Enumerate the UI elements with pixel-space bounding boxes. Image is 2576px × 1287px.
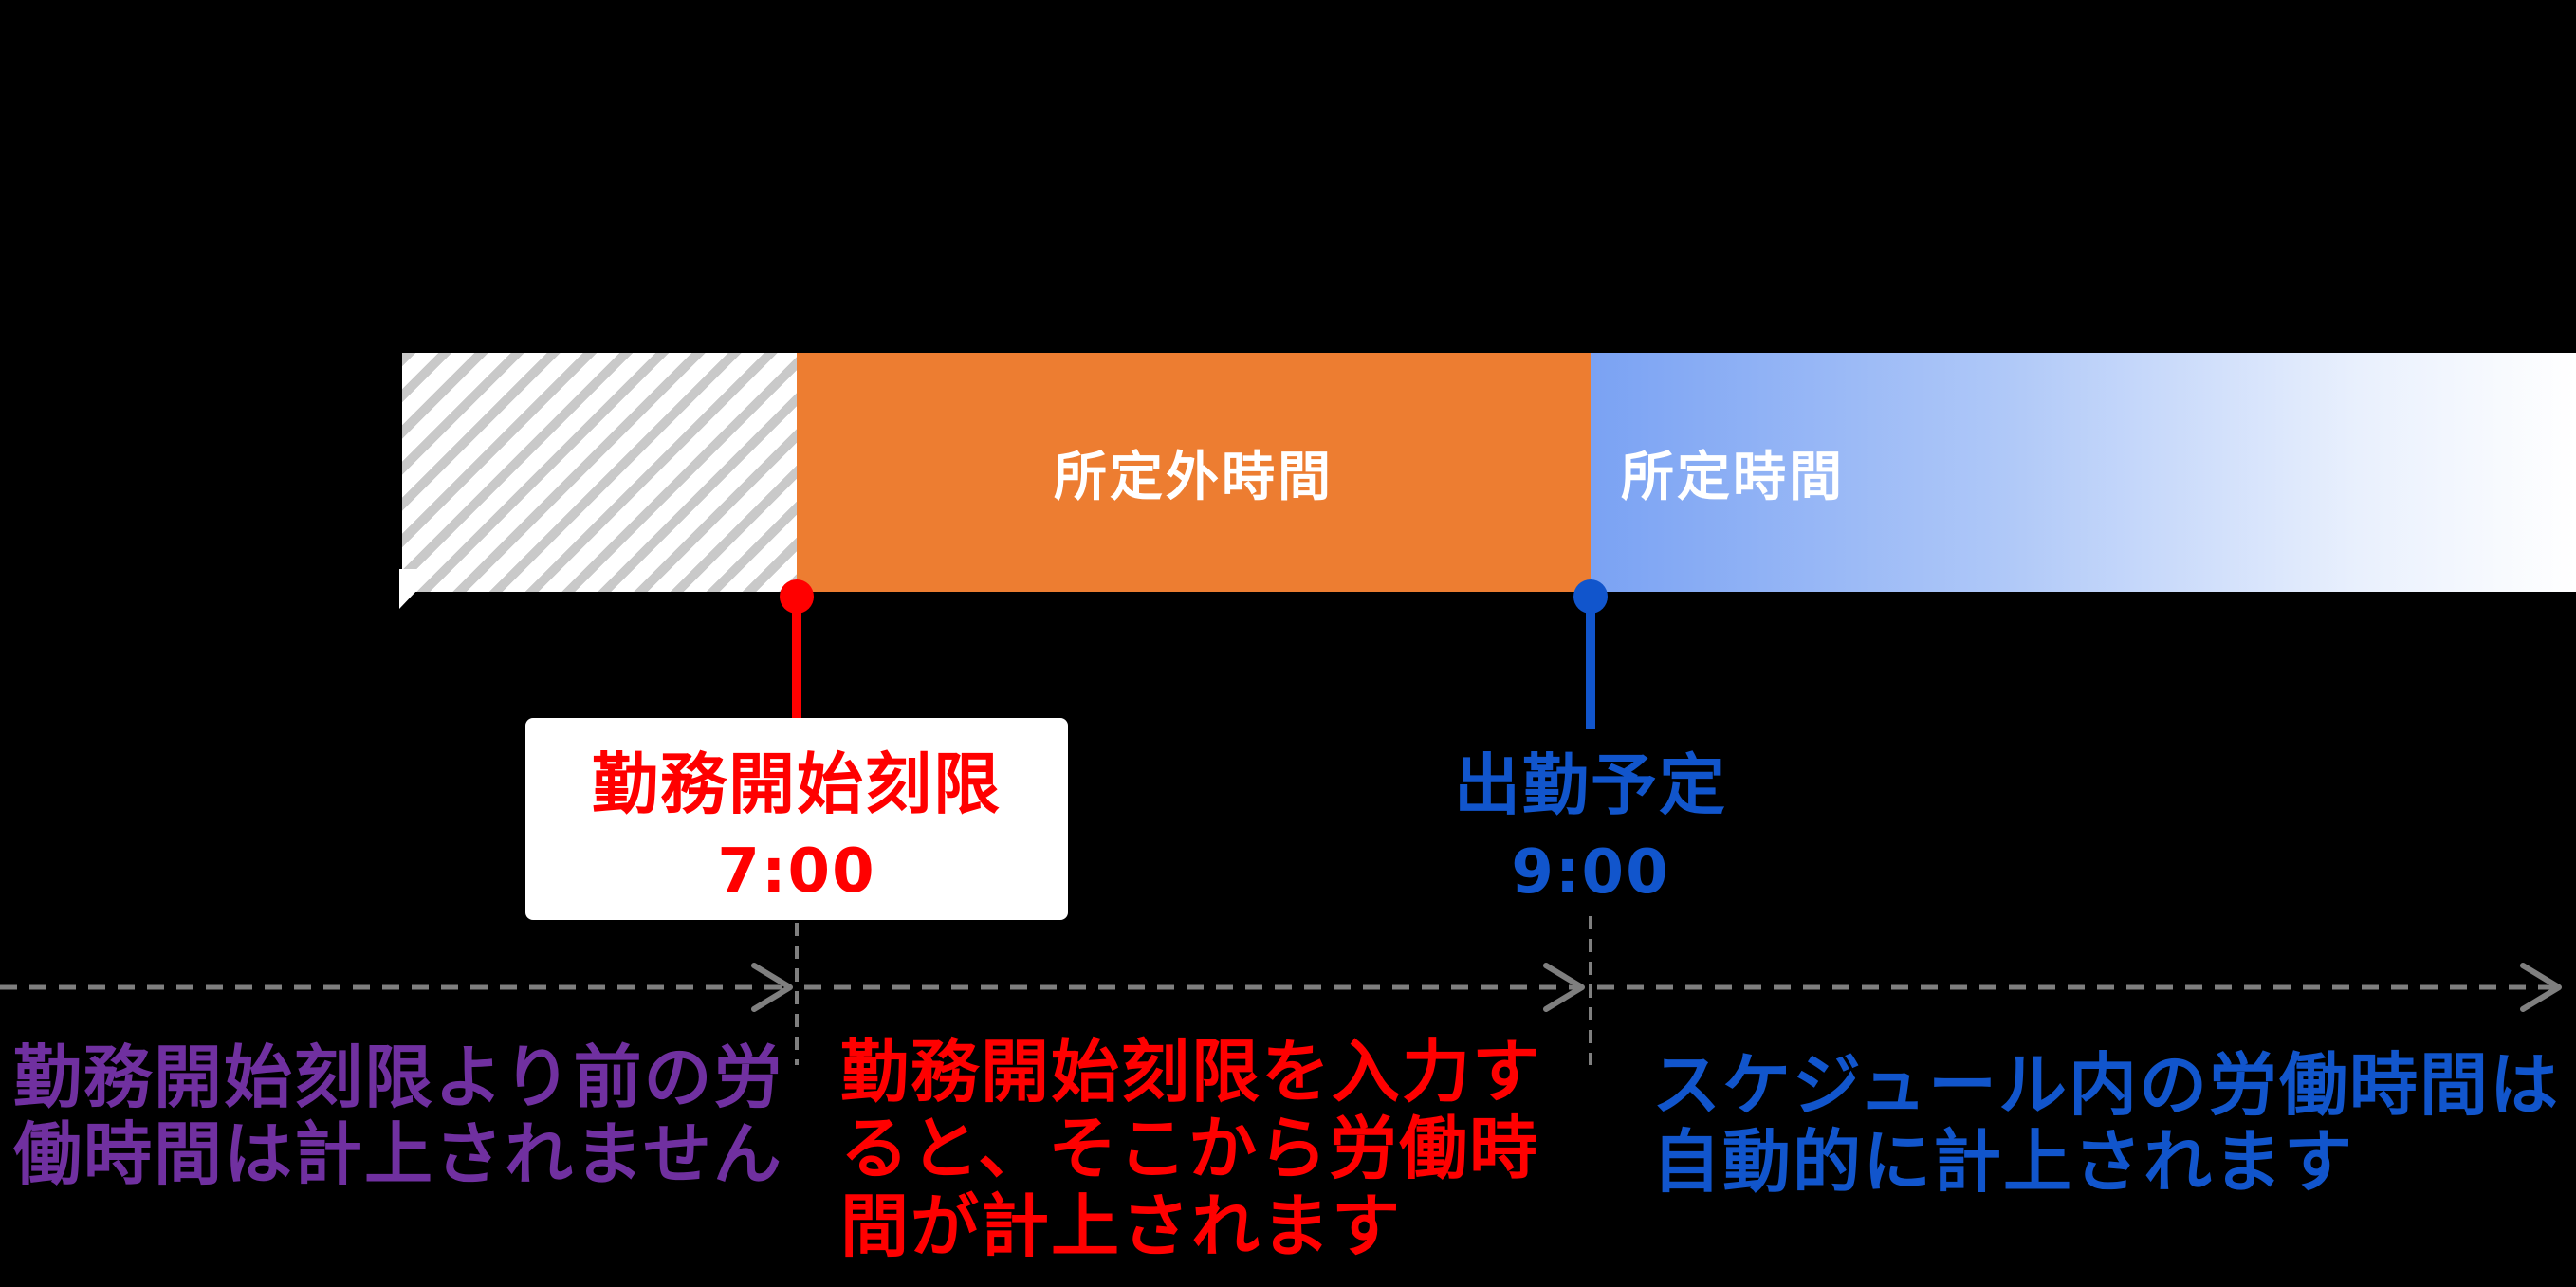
timeline-bar: 所定外時間 所定時間 <box>402 353 2576 592</box>
marker-dot-scheduled-clock-in <box>1573 579 1608 614</box>
marker-title-scheduled-clock-in: 出勤予定 <box>1454 746 1727 824</box>
caption-before-limit: 勤務開始刻限より前の労 働時間は計上されません <box>13 1039 784 1194</box>
caption-from-limit-line-1: 勤務開始刻限を入力す <box>840 1032 1543 1112</box>
marker-time-work-start-limit: 7:00 <box>717 837 876 907</box>
segment-before-limit-hatched <box>402 353 797 592</box>
marker-label-scheduled-clock-in: 出勤予定 9:00 <box>1454 732 1727 908</box>
caption-before-limit-line-1: 勤務開始刻限より前の労 <box>13 1038 784 1117</box>
caption-within-schedule-line-2: 自動的に計上されます <box>1652 1122 2355 1203</box>
arrow-right-icon <box>751 963 793 1012</box>
arrow-right-icon <box>1543 963 1585 1012</box>
marker-label-work-start-limit: 勤務開始刻限 7:00 <box>525 718 1068 920</box>
marker-stem-scheduled-clock-in <box>1586 597 1595 729</box>
arrow-right-icon <box>2520 963 2562 1012</box>
marker-stem-work-start-limit <box>792 597 801 720</box>
caption-within-schedule-line-1: スケジュール内の労働時間は <box>1652 1045 2560 1125</box>
segment-overtime-label: 所定外時間 <box>1054 446 1334 508</box>
caption-from-limit-line-2: ると、そこから労働時 <box>840 1109 1540 1189</box>
segment-scheduled: 所定時間 <box>1591 353 2576 592</box>
segment-scheduled-label: 所定時間 <box>1621 446 1845 508</box>
segment-overtime: 所定外時間 <box>797 353 1591 592</box>
marker-title-work-start-limit: 勤務開始刻限 <box>592 745 1002 823</box>
caption-within-schedule: スケジュール内の労働時間は 自動的に計上されます <box>1652 1045 2560 1203</box>
caption-from-limit: 勤務開始刻限を入力す ると、そこから労働時 間が計上されます <box>840 1032 1543 1266</box>
marker-dot-work-start-limit <box>780 579 814 614</box>
marker-time-scheduled-clock-in: 9:00 <box>1511 837 1670 908</box>
caption-from-limit-line-3: 間が計上されます <box>840 1186 1403 1266</box>
caption-before-limit-line-2: 働時間は計上されません <box>13 1114 783 1195</box>
